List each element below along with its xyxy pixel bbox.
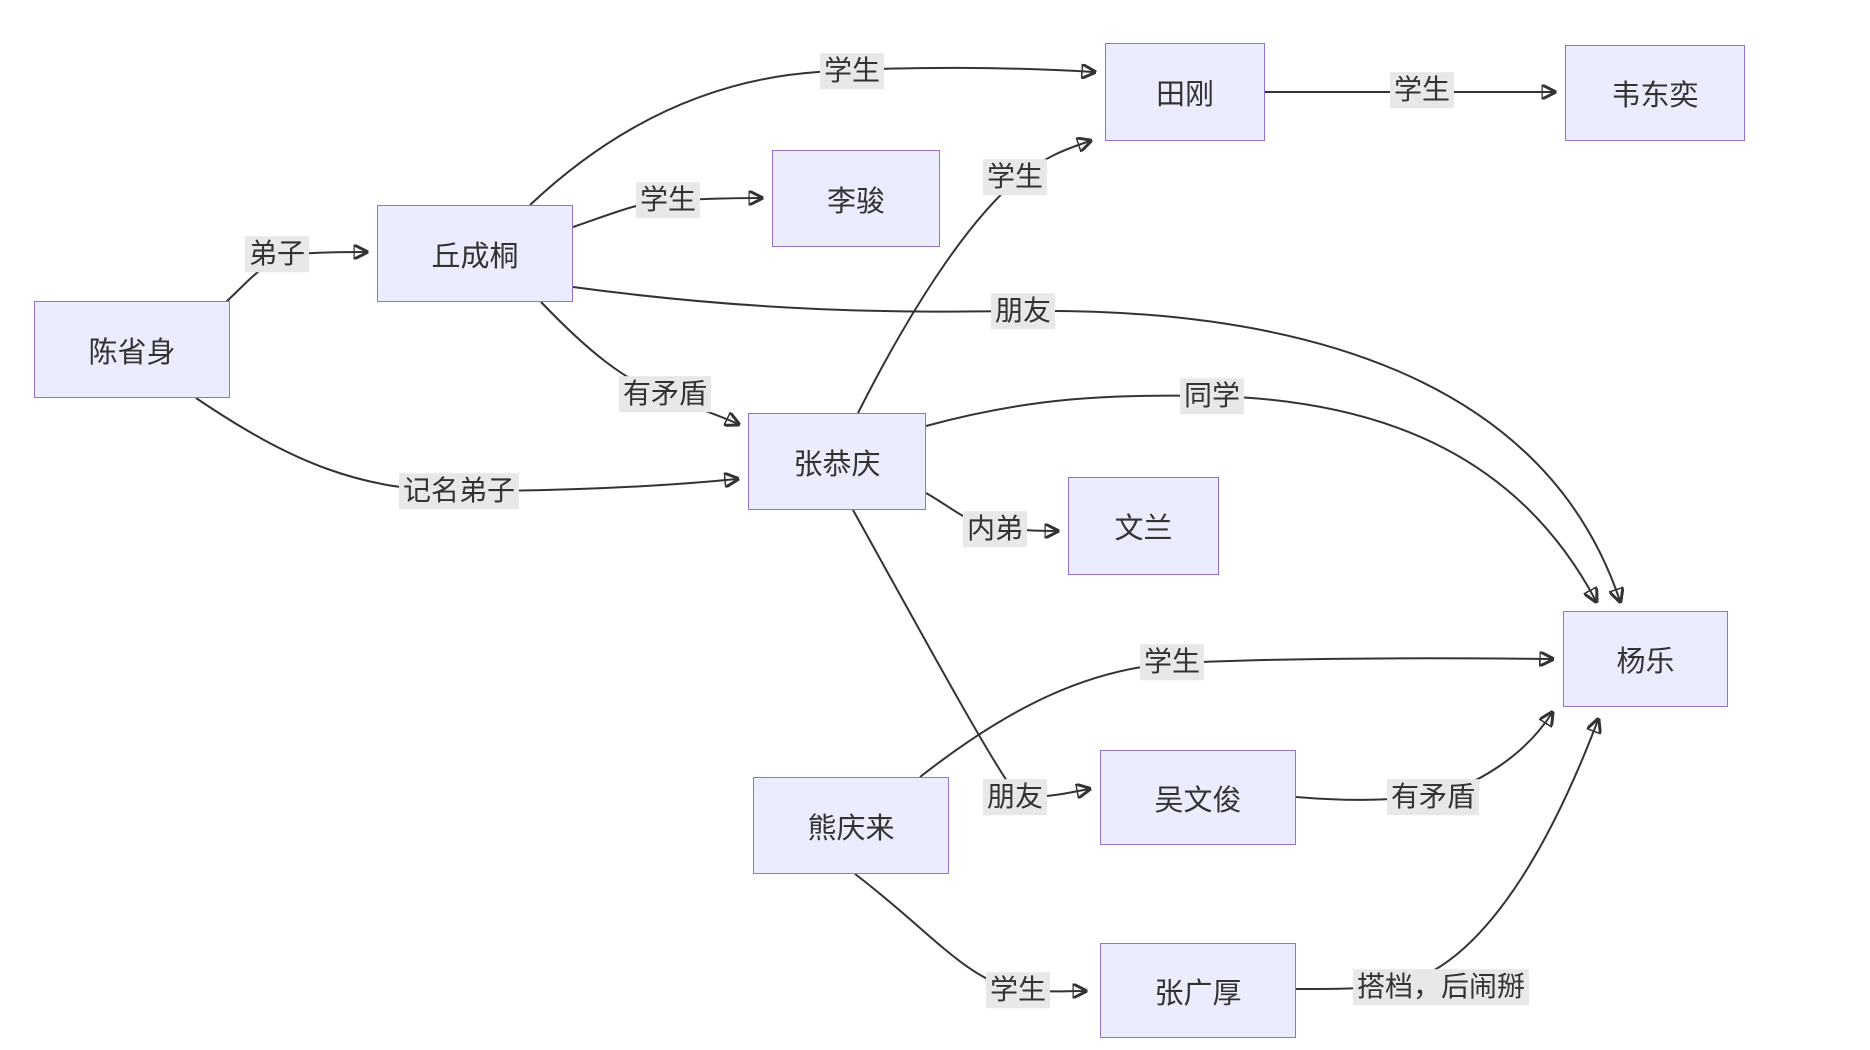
edge-label-zhanggq-tian-student: 学生 — [982, 159, 1048, 195]
edge-zhanggq-yangle — [925, 394, 1596, 601]
edge-label-zhanggq-yangle-classmate: 同学 — [1179, 378, 1245, 414]
edge-label-xiong-zhanggh-student: 学生 — [985, 972, 1051, 1008]
edge-qiu-yangle — [572, 286, 1620, 601]
edge-label-zhanggq-wenlan-brother-in-law: 内弟 — [962, 511, 1028, 547]
edge-xiong-zhanggh — [854, 873, 1085, 991]
node-li-jun: 李骏 — [772, 150, 940, 247]
node-xiong-qinglai: 熊庆来 — [753, 777, 949, 874]
edge-zhanggq-tian — [857, 141, 1090, 414]
edge-label-chen-qiu-disciple: 弟子 — [244, 236, 310, 272]
node-yang-le: 杨乐 — [1563, 611, 1728, 707]
node-tian-gang: 田刚 — [1105, 43, 1265, 141]
edge-label-wu-yangle-conflict: 有矛盾 — [1386, 779, 1480, 815]
node-wen-lan: 文兰 — [1068, 477, 1219, 575]
edge-zhanggq-wu — [852, 509, 1089, 796]
node-zhang-guanghou: 张广厚 — [1100, 943, 1296, 1038]
edge-label-qiu-tian-student: 学生 — [819, 53, 885, 89]
edge-label-chen-zhanggq-nominal-disciple: 记名弟子 — [398, 473, 520, 509]
edge-label-qiu-yangle-friend: 朋友 — [990, 293, 1056, 329]
node-wu-wenjun: 吴文俊 — [1100, 750, 1296, 845]
edge-label-qiu-zhanggq-conflict: 有矛盾 — [618, 376, 712, 412]
edge-zhanggh-yangle — [1295, 720, 1598, 990]
edge-qiu-tian — [529, 68, 1094, 206]
edge-label-zhanggh-yangle-partners-fallout: 搭档，后闹掰 — [1352, 969, 1530, 1005]
edge-label-zhanggq-wu-friend: 朋友 — [982, 779, 1048, 815]
node-wei-dongyi: 韦东奕 — [1565, 45, 1745, 141]
edge-label-tian-wei-student: 学生 — [1389, 72, 1455, 108]
node-chen-shengshen: 陈省身 — [34, 301, 230, 398]
edge-label-xiong-yangle-student: 学生 — [1139, 644, 1205, 680]
node-zhang-gongqing: 张恭庆 — [748, 413, 926, 510]
edge-label-qiu-lijun-student: 学生 — [635, 182, 701, 218]
node-qiu-chengtong: 丘成桐 — [377, 205, 573, 302]
